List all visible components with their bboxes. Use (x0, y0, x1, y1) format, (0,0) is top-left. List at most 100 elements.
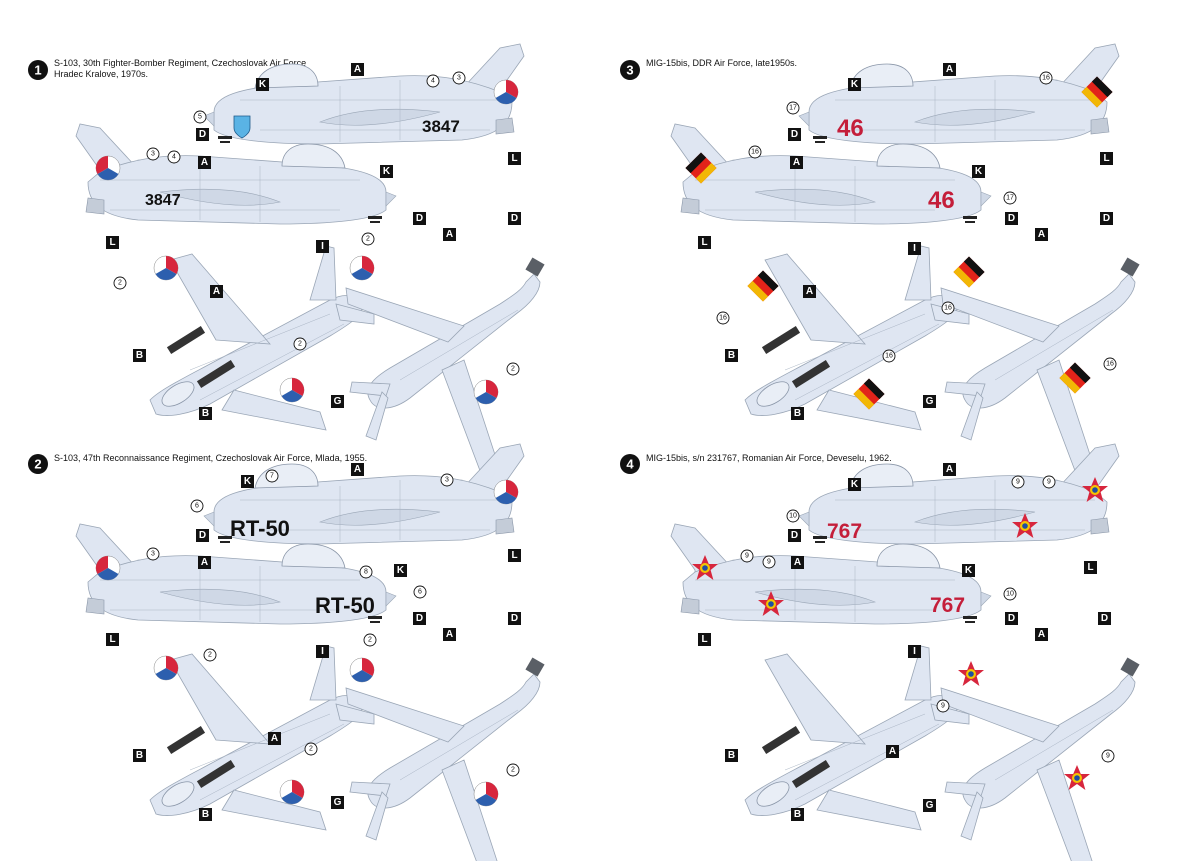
svg-text:L: L (109, 634, 115, 645)
callout-9 (740, 549, 754, 563)
callout-D (788, 128, 801, 141)
svg-text:L: L (701, 634, 707, 645)
callout-A (443, 228, 456, 241)
callout-L (1084, 561, 1097, 574)
svg-text:D: D (791, 129, 798, 140)
scheme-1-code-upper: 3847 (422, 117, 460, 136)
callout-3 (146, 547, 160, 561)
svg-text:D: D (199, 129, 206, 140)
scheme-4-number: 4 (626, 457, 634, 472)
callout-2 (361, 232, 375, 246)
callout-G (331, 796, 344, 809)
scheme-4: 4 MIG-15bis, s/n 231767, Romanian Air Fo… (620, 443, 1141, 861)
svg-text:B: B (136, 350, 143, 361)
svg-text:B: B (202, 408, 209, 419)
scheme-2-code-upper: RT-50 (230, 516, 290, 541)
scheme-1-side-upper: 3847 (203, 43, 525, 145)
svg-text:K: K (965, 565, 973, 576)
callout-A (790, 156, 803, 169)
svg-text:16: 16 (885, 353, 893, 360)
svg-text:G: G (334, 797, 342, 808)
svg-text:L: L (511, 550, 517, 561)
callout-K (848, 78, 861, 91)
scheme-3-code-lower: 46 (928, 187, 955, 214)
callout-2 (363, 633, 377, 647)
scheme-3-plan-top (744, 245, 970, 431)
svg-text:16: 16 (1042, 75, 1050, 82)
callout-D (508, 612, 521, 625)
callout-B (133, 749, 146, 762)
svg-text:K: K (383, 166, 391, 177)
scheme-1-badge (28, 60, 48, 80)
svg-text:A: A (794, 557, 801, 568)
callout-B (791, 407, 804, 420)
svg-text:D: D (1101, 613, 1108, 624)
scheme-2-side-upper: RT-50 (203, 443, 525, 545)
callout-16 (941, 301, 955, 315)
callout-D (1005, 612, 1018, 625)
svg-text:6: 6 (195, 503, 199, 510)
svg-text:9: 9 (941, 703, 945, 710)
svg-text:A: A (271, 733, 278, 744)
callout-16 (716, 311, 730, 325)
callout-A (198, 156, 211, 169)
scheme-2-plan-top (149, 645, 375, 831)
callout-K (241, 475, 254, 488)
callout-3 (440, 473, 454, 487)
callout-D (1005, 212, 1018, 225)
svg-text:A: A (793, 157, 800, 168)
scheme-3-caption-line1: MIG-15bis, DDR Air Force, late1950s. (646, 58, 797, 68)
svg-text:2: 2 (368, 637, 372, 644)
callout-A (198, 556, 211, 569)
svg-text:6: 6 (418, 589, 422, 596)
scheme-1-caption-line2: Hradec Kralove, 1970s. (54, 69, 148, 79)
svg-text:2: 2 (511, 767, 515, 774)
callout-16 (1039, 71, 1053, 85)
callout-D (413, 612, 426, 625)
scheme-1-code-lower: 3847 (145, 192, 181, 209)
svg-text:D: D (416, 213, 423, 224)
svg-text:B: B (794, 809, 801, 820)
callout-9 (1042, 475, 1056, 489)
scheme-2-caption-line1: S-103, 47th Reconnaissance Regiment, Cze… (54, 453, 367, 463)
callout-B (791, 808, 804, 821)
svg-text:A: A (354, 464, 361, 475)
svg-text:B: B (794, 408, 801, 419)
callout-A (886, 745, 899, 758)
scheme-1: 1 S-103, 30th Fighter-Bomber Regiment, C… (28, 43, 546, 477)
callout-10 (1003, 587, 1017, 601)
svg-text:K: K (244, 476, 252, 487)
scheme-3: 3 MIG-15bis, DDR Air Force, late1950s. 4… (620, 43, 1141, 477)
callout-B (199, 407, 212, 420)
svg-text:7: 7 (270, 473, 274, 480)
callout-D (1100, 212, 1113, 225)
svg-text:3: 3 (457, 75, 461, 82)
svg-text:10: 10 (789, 513, 797, 520)
svg-text:A: A (213, 286, 220, 297)
callout-9 (1011, 475, 1025, 489)
svg-text:9: 9 (1047, 479, 1051, 486)
scheme-1-caption-line1: S-103, 30th Fighter-Bomber Regiment, Cze… (54, 58, 306, 68)
svg-text:2: 2 (208, 652, 212, 659)
svg-text:A: A (889, 746, 896, 757)
callout-L (698, 236, 711, 249)
callout-17 (786, 101, 800, 115)
scheme-1-plan-top (149, 245, 375, 431)
svg-text:2: 2 (511, 366, 515, 373)
svg-text:2: 2 (309, 746, 313, 753)
svg-text:L: L (701, 237, 707, 248)
scheme-3-side-upper: 46 (798, 43, 1120, 145)
scheme-3-number: 3 (626, 63, 633, 78)
callout-G (923, 395, 936, 408)
svg-text:8: 8 (364, 569, 368, 576)
svg-text:L: L (511, 153, 517, 164)
svg-text:B: B (728, 750, 735, 761)
scheme-3-code-upper: 46 (837, 115, 864, 142)
svg-text:3: 3 (151, 151, 155, 158)
svg-text:D: D (511, 613, 518, 624)
svg-text:B: B (202, 809, 209, 820)
svg-text:10: 10 (1006, 591, 1014, 598)
svg-text:A: A (201, 157, 208, 168)
svg-text:17: 17 (1006, 195, 1014, 202)
callout-5 (193, 110, 207, 124)
